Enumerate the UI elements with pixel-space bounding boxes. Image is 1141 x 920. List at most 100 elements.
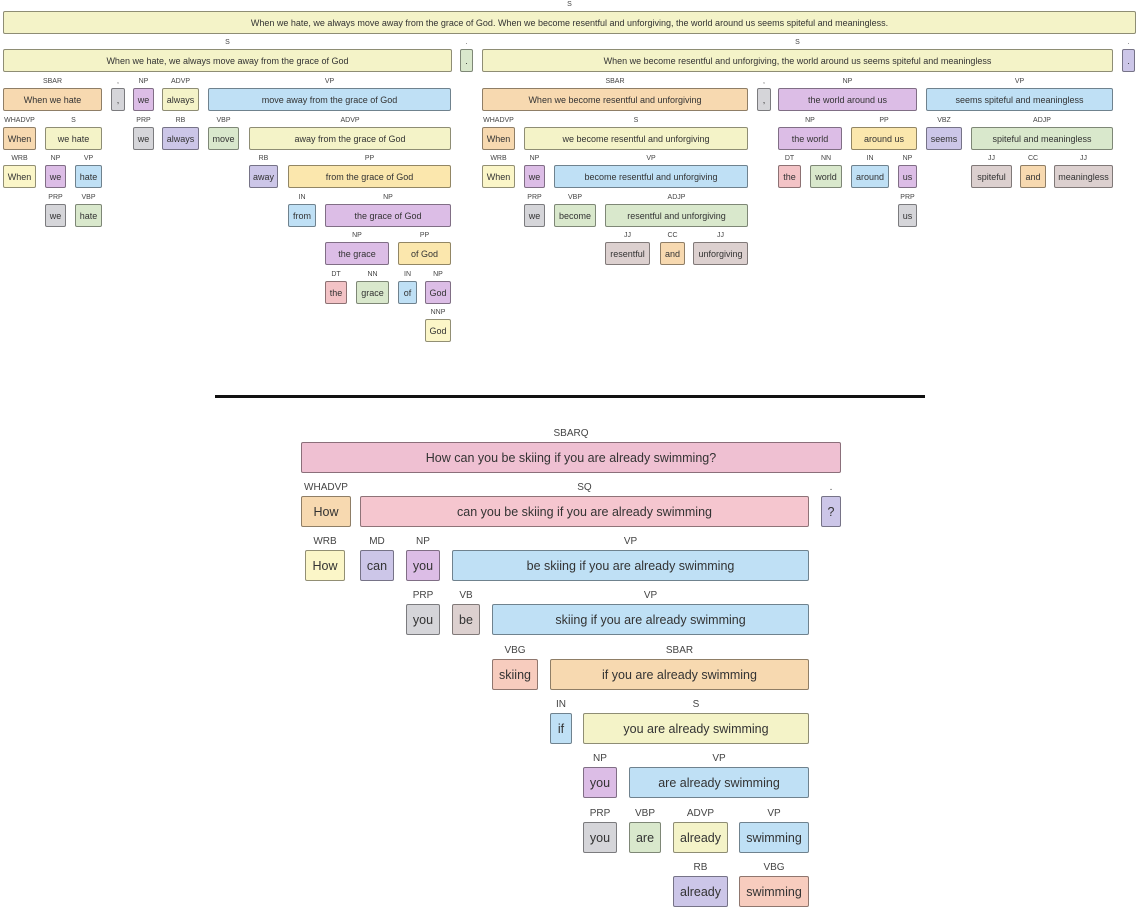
tree1-node-label-nnp: NNP xyxy=(430,309,446,316)
tree2-node-label-vbg: VBG xyxy=(763,862,785,873)
tree1-node-jj: spiteful xyxy=(971,165,1012,188)
tree1-node-label-vbp: VBP xyxy=(567,194,582,201)
tree2-node-advp: already xyxy=(673,822,728,853)
tree1-node-vp: hate xyxy=(75,165,102,188)
tree1-node-adjp: spiteful and meaningless xyxy=(971,127,1113,150)
tree1-node-label-sbar: SBAR xyxy=(605,78,625,85)
tree2-node-label-vp: VP xyxy=(712,753,726,764)
tree1-node-label-jj: JJ xyxy=(1080,155,1087,162)
tree2-node-prp: you xyxy=(406,604,440,635)
tree2-node-label-prp: PRP xyxy=(589,808,611,819)
tree1-node-label-wrb: WRB xyxy=(11,155,28,162)
tree1-node-wrb: When xyxy=(3,165,36,188)
tree2-node-in: if xyxy=(550,713,572,744)
tree1-node-label-cc: CC xyxy=(667,232,678,239)
tree2-node-label-np: NP xyxy=(593,753,607,764)
tree2-node-prp: you xyxy=(583,822,617,853)
tree1-node-label-np: NP xyxy=(383,194,393,201)
tree1-node-advp: away from the grace of God xyxy=(249,127,451,150)
tree1-node-label-nn: NN xyxy=(820,155,832,162)
tree1-node-label-punct: . xyxy=(465,39,468,46)
tree1-node-label-jj: JJ xyxy=(717,232,724,239)
tree1-node-vbp: become xyxy=(554,204,596,227)
tree1-node-jj: unforgiving xyxy=(693,242,748,265)
tree1-node-label-dt: DT xyxy=(784,155,795,162)
tree1-node-label-advp: ADVP xyxy=(340,117,360,124)
tree2-node-label-vbp: VBP xyxy=(634,808,655,819)
tree1-node-label-advp: ADVP xyxy=(170,78,191,85)
tree1-node-label-s: S xyxy=(567,1,572,8)
tree1-node-nn: grace xyxy=(356,281,389,304)
tree1-node-vbz: seems xyxy=(926,127,962,150)
tree1-node-label-cc: CC xyxy=(1027,155,1039,162)
tree1-node-label-sbar: SBAR xyxy=(42,78,63,85)
tree1-node-label-prp: PRP xyxy=(136,117,151,124)
tree1-node-punct: , xyxy=(111,88,125,111)
tree1-node-label-np: NP xyxy=(50,155,61,162)
tree1-node-wrb: When xyxy=(482,165,515,188)
tree1-node-s: When we become resentful and unforgiving… xyxy=(482,49,1113,72)
tree1-node-punct: , xyxy=(757,88,771,111)
tree1-node-pp: of God xyxy=(398,242,451,265)
tree1-node-prp: we xyxy=(133,127,154,150)
tree1-node-label-pp: PP xyxy=(364,155,375,162)
tree1-node-label-prp: PRP xyxy=(48,194,63,201)
section-divider xyxy=(215,395,925,398)
tree1-node-in: around xyxy=(851,165,889,188)
tree1-node-sbar: When we become resentful and unforgiving xyxy=(482,88,748,111)
tree1-node-label-vp: VP xyxy=(324,78,335,85)
tree1-node-s: When we hate, we always move away from t… xyxy=(3,11,1136,34)
tree1-node-label-adjp: ADJP xyxy=(667,194,686,201)
tree1-node-label-jj: JJ xyxy=(988,155,995,162)
tree1-node-dt: the xyxy=(325,281,347,304)
tree1-node-label-np: NP xyxy=(352,232,362,239)
tree2-node-vbg: skiing xyxy=(492,659,538,690)
tree2-node-label-in: IN xyxy=(556,699,566,710)
tree1-node-label-pp: PP xyxy=(879,117,889,124)
tree1-node-sbar: When we hate xyxy=(3,88,102,111)
tree2-node-label-sbarq: SBARQ xyxy=(553,428,589,439)
tree1-node-label-np: NP xyxy=(138,78,149,85)
tree1-node-label-rb: RB xyxy=(175,117,186,124)
tree2-node-vp: skiing if you are already swimming xyxy=(492,604,809,635)
tree1-node-np: the world around us xyxy=(778,88,917,111)
tree1-node-punct: . xyxy=(460,49,473,72)
tree1-node-label-np: NP xyxy=(902,155,913,162)
tree1-node-s: When we hate, we always move away from t… xyxy=(3,49,452,72)
tree1-node-adjp: resentful and unforgiving xyxy=(605,204,748,227)
tree2-node-label-punct: . xyxy=(829,482,833,493)
tree1-node-advp: always xyxy=(162,88,199,111)
tree1-node-vbp: hate xyxy=(75,204,102,227)
tree2-node-label-vp: VP xyxy=(623,536,638,547)
tree1-node-np: the grace xyxy=(325,242,389,265)
tree1-node-label-pp: PP xyxy=(419,232,430,239)
tree1-node-label-wrb: WRB xyxy=(490,155,507,162)
tree1-node-np: the grace of God xyxy=(325,204,451,227)
tree2-node-wrb: How xyxy=(305,550,345,581)
tree1-node-whadvp: When xyxy=(3,127,36,150)
tree1-node-label-vbp: VBP xyxy=(216,117,231,124)
tree1-node-label-vp: VP xyxy=(83,155,94,162)
tree2-node-np: you xyxy=(406,550,440,581)
tree1-node-np: us xyxy=(898,165,917,188)
tree1-node-prp: us xyxy=(898,204,917,227)
tree2-node-label-whadvp: WHADVP xyxy=(304,482,348,493)
tree1-node-vp: seems spiteful and meaningless xyxy=(926,88,1113,111)
tree1-node-nnp: God xyxy=(425,319,451,342)
tree1-node-label-prp: PRP xyxy=(900,194,915,201)
tree1-node-prp: we xyxy=(45,204,66,227)
tree2-node-label-sq: SQ xyxy=(577,482,592,493)
tree2-node-vp: swimming xyxy=(739,822,809,853)
tree1-node-in: of xyxy=(398,281,417,304)
tree2-node-whadvp: How xyxy=(301,496,351,527)
tree2-node-sbarq: How can you be skiing if you are already… xyxy=(301,442,841,473)
tree1-node-prp: we xyxy=(524,204,545,227)
tree2-node-label-advp: ADVP xyxy=(686,808,715,819)
tree1-node-in: from xyxy=(288,204,316,227)
tree2-node-label-prp: PRP xyxy=(412,590,434,601)
tree1-node-s: we become resentful and unforgiving xyxy=(524,127,748,150)
tree1-node-label-in: IN xyxy=(404,271,411,278)
tree1-node-vbp: move xyxy=(208,127,239,150)
tree1-node-vp: become resentful and unforgiving xyxy=(554,165,748,188)
